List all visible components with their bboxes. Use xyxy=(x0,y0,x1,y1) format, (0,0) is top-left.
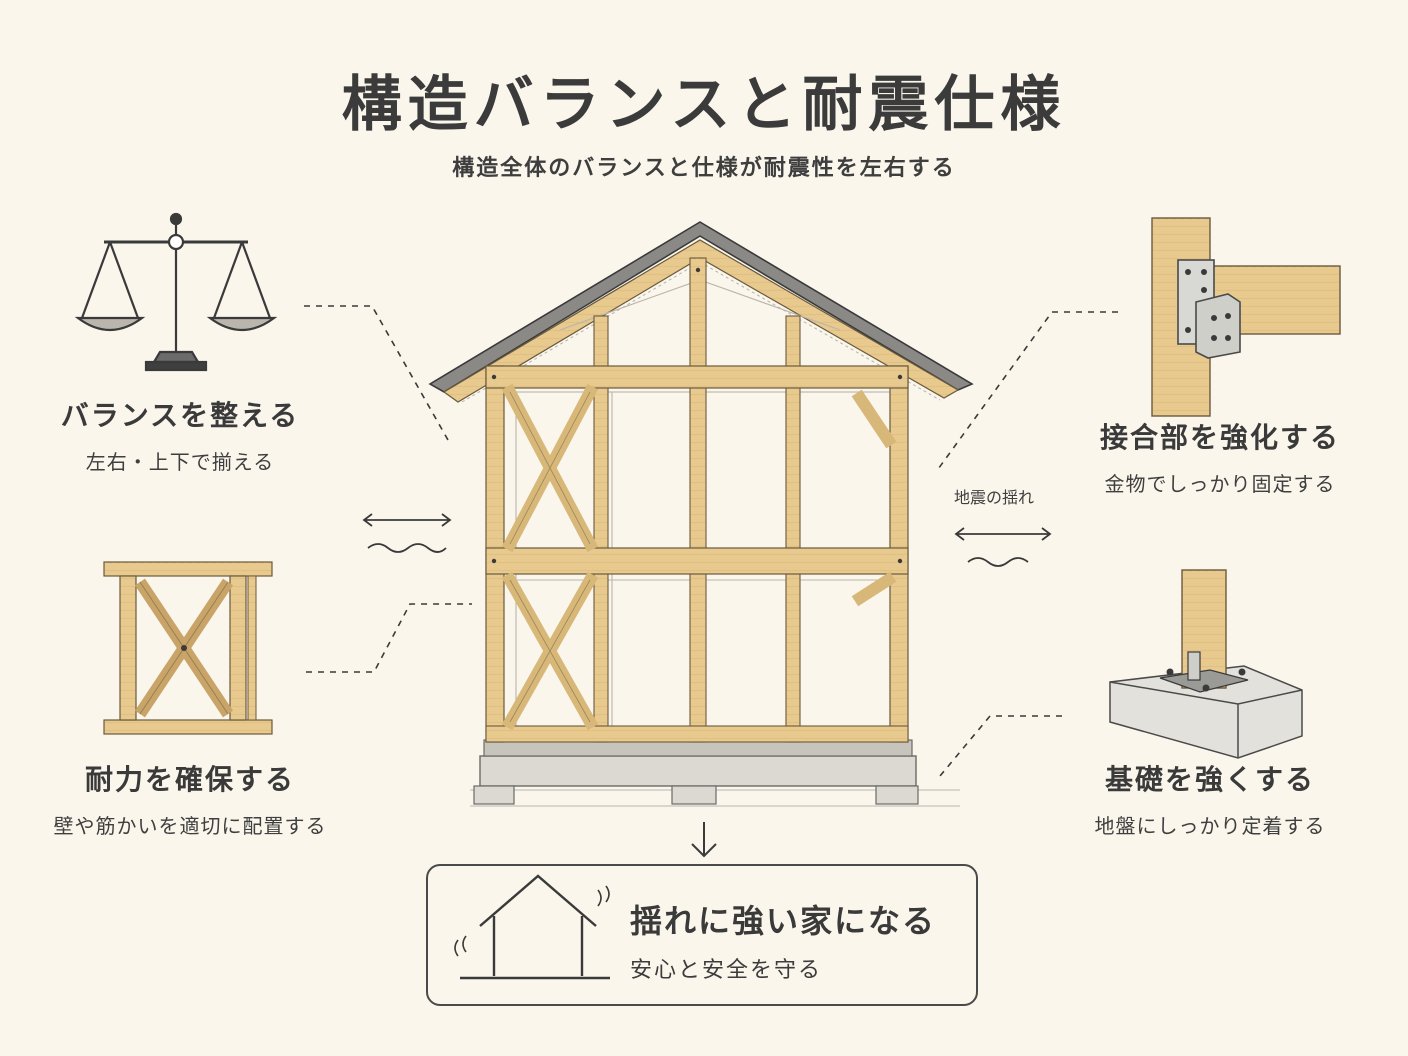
joint-caption: 金物でしっかり固定する xyxy=(1104,472,1336,496)
strength-section: 耐力を確保する 壁や筋かいを適切に配置する xyxy=(30,758,350,839)
foundation-heading: 基礎を強くする xyxy=(1104,763,1315,796)
page-title: 構造バランスと耐震仕様 xyxy=(341,70,1067,140)
result-caption: 安心と安全を守る xyxy=(630,958,823,983)
strength-heading: 耐力を確保する xyxy=(84,763,295,796)
metal-joint-icon xyxy=(1151,217,1341,417)
foundation-section: 基礎を強くする 地盤にしっかり定着する xyxy=(1070,758,1350,839)
balance-section: バランスを整える 左右・上下で揃える xyxy=(40,394,320,475)
quake-label: 地震の揺れ xyxy=(954,488,1035,507)
house-icon xyxy=(454,874,610,980)
foundation-icon xyxy=(1109,569,1303,759)
balance-heading: バランスを整える xyxy=(60,399,300,432)
joint-section: 接合部を強化する 金物でしっかり固定する xyxy=(1080,416,1360,497)
balance-caption: 左右・上下で揃える xyxy=(85,450,275,474)
foundation-caption: 地盤にしっかり定着する xyxy=(1094,814,1326,838)
quake-arrows xyxy=(362,513,1052,567)
house-frame xyxy=(428,221,974,807)
down-arrow-icon xyxy=(691,822,717,858)
leader-lines xyxy=(304,305,1118,777)
result-box xyxy=(426,864,978,1006)
braced-wall-icon xyxy=(103,561,273,735)
result-title: 揺れに強い家になる xyxy=(630,902,937,940)
strength-caption: 壁や筋かいを適切に配置する xyxy=(53,814,327,838)
balance-scale-icon xyxy=(74,212,278,372)
joint-heading: 接合部を強化する xyxy=(1099,421,1340,454)
page-subtitle: 構造全体のバランスと仕様が耐震性を左右する xyxy=(452,156,956,181)
